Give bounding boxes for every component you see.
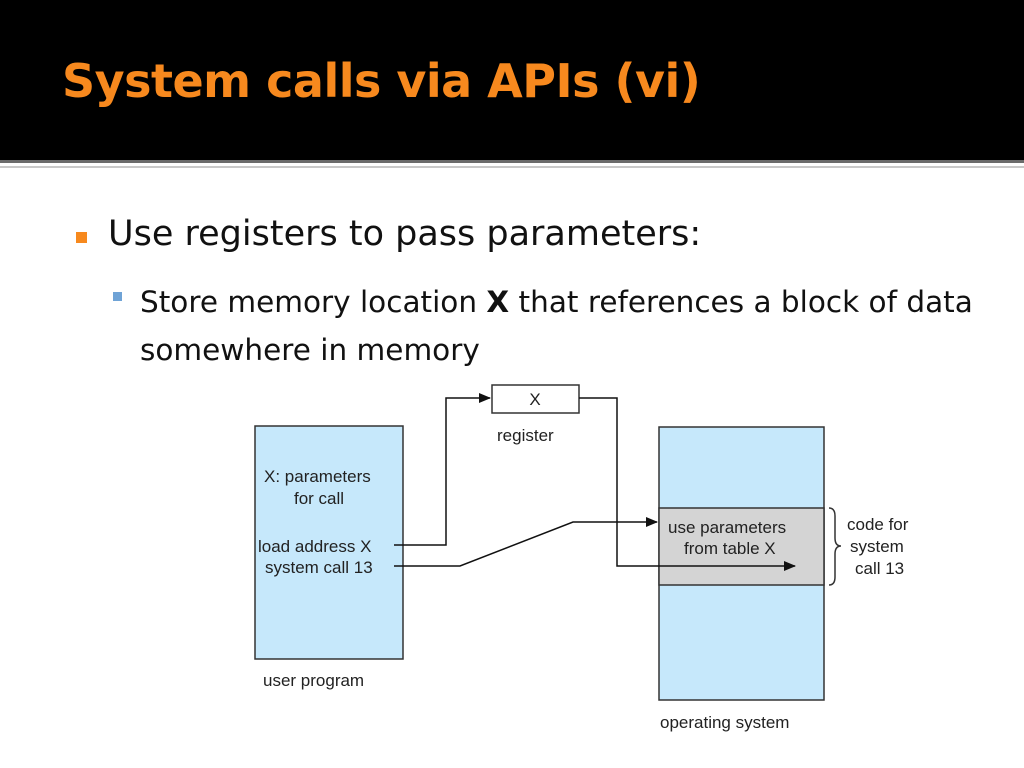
title-bar: System calls via APIs (vi) xyxy=(0,0,1024,160)
divider-dark xyxy=(0,160,1024,163)
bullet2-text-before: Store memory location xyxy=(140,285,487,319)
bullet-marker-level1 xyxy=(76,232,87,243)
slide-title: System calls via APIs (vi) xyxy=(62,54,701,108)
user-program-label: user program xyxy=(263,671,364,690)
bullet-marker-level2 xyxy=(113,292,122,301)
brace xyxy=(828,507,842,586)
user-program-line-1: X: parameters xyxy=(264,467,371,486)
bullet2-text-after: that references a block of data somewher… xyxy=(140,285,973,367)
bullet2-bold-x: X xyxy=(486,285,510,319)
operating-system-label: operating system xyxy=(660,713,789,732)
brace-label-line-1: code for xyxy=(847,515,909,534)
syscall-code-line-2: from table X xyxy=(684,539,776,558)
divider-light xyxy=(0,166,1024,168)
user-program-line-4: system call 13 xyxy=(265,558,373,577)
user-program-box xyxy=(254,425,404,660)
user-program-line-3: load address X xyxy=(258,537,371,556)
brace-label-line-2: system xyxy=(850,537,904,556)
brace-label-line-3: call 13 xyxy=(855,559,904,578)
bullet-level1: Use registers to pass parameters: xyxy=(108,214,702,254)
user-program-line-2: for call xyxy=(294,489,344,508)
register-box xyxy=(491,384,580,414)
bullet-level2: Store memory location X that references … xyxy=(140,278,980,374)
arrow-register-to-table xyxy=(579,397,796,571)
syscall-code-line-1: use parameters xyxy=(668,518,786,537)
register-label: register xyxy=(497,426,554,445)
register-value: X xyxy=(529,390,540,409)
syscall-code-block xyxy=(658,507,825,586)
arrow-load-address-to-register xyxy=(394,393,491,546)
arrow-system-call-to-os xyxy=(394,517,658,567)
